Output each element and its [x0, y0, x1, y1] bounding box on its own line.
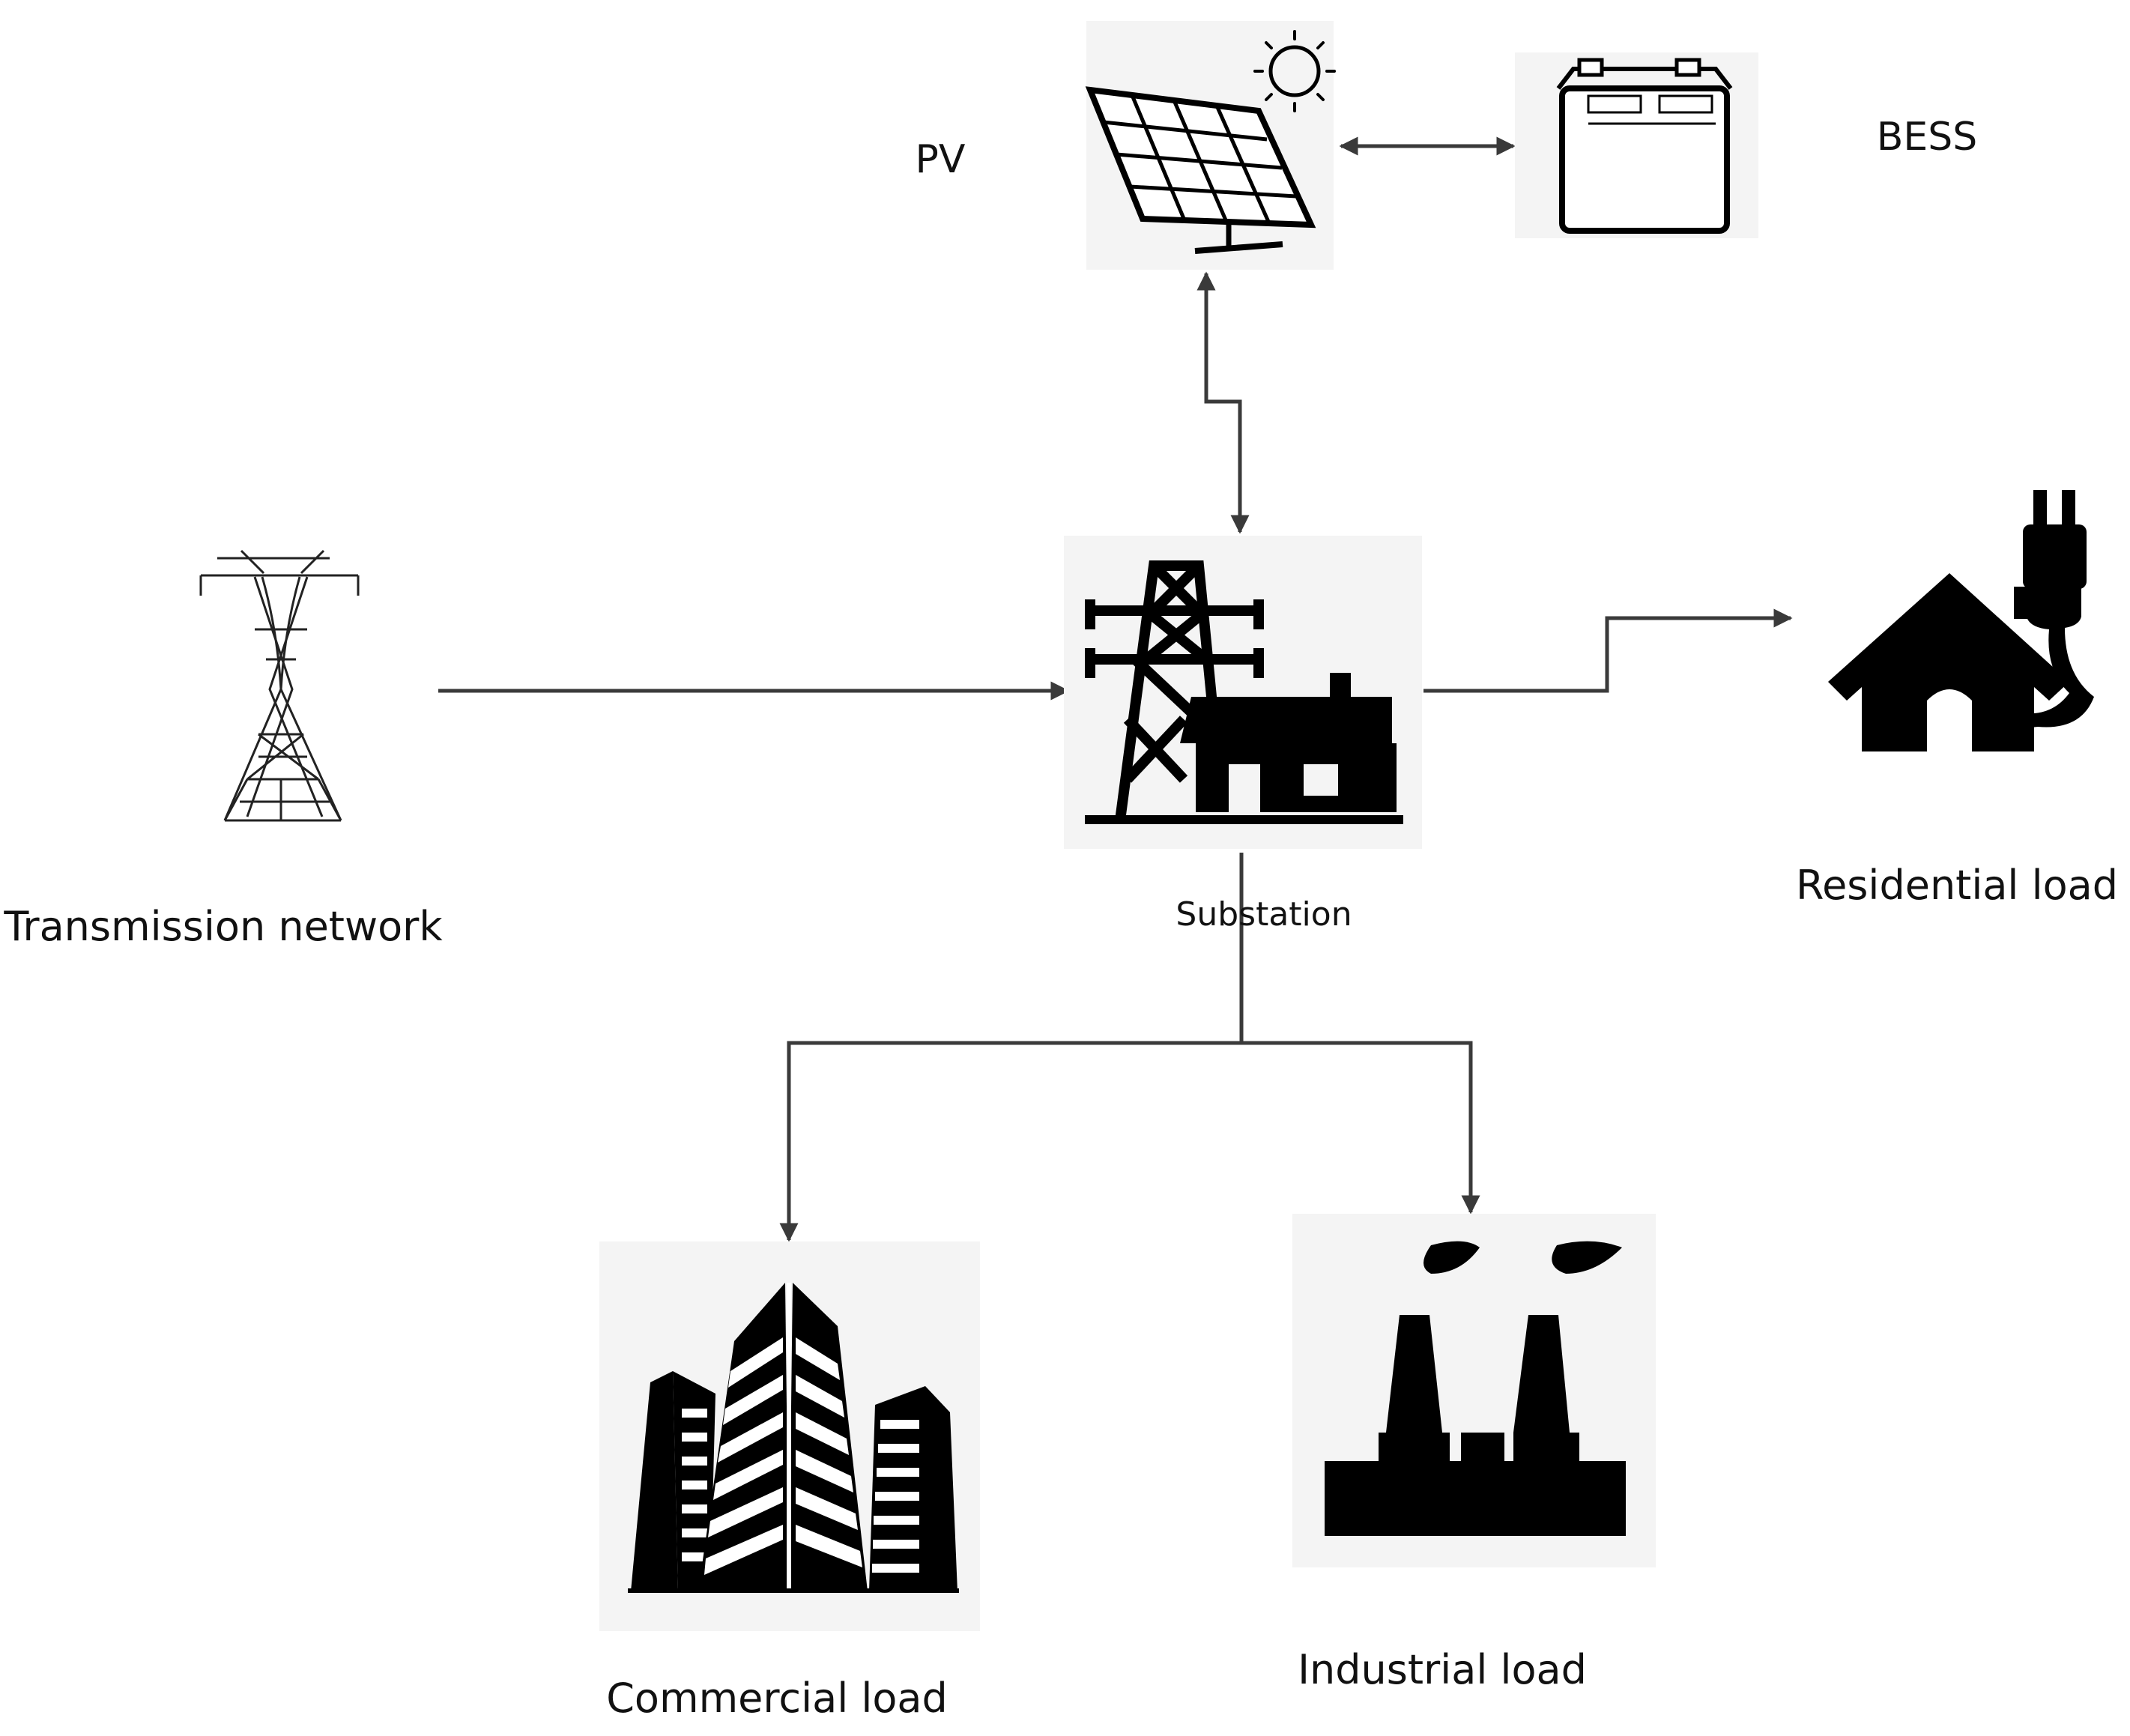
commercial-label: Commercial load — [606, 1675, 948, 1722]
transmission-node[interactable] — [199, 549, 360, 822]
factory-icon — [1325, 1241, 1626, 1536]
substation-label: Substation — [1176, 895, 1352, 934]
residential-label: Residential load — [1796, 862, 2118, 909]
commercial-node[interactable] — [599, 1241, 980, 1631]
battery-icon — [1556, 58, 1733, 234]
industrial-node[interactable] — [1292, 1214, 1656, 1567]
pv-substation-connector — [1196, 271, 1250, 534]
industrial-label: Industrial load — [1298, 1646, 1587, 1693]
substation-commercial-connector — [779, 1041, 1241, 1242]
pv-label: PV — [916, 137, 966, 182]
substation-industrial-connector — [1241, 1041, 1480, 1215]
solar-panel-icon — [1085, 30, 1336, 254]
house-plug-icon — [1828, 490, 2094, 751]
substation-icon — [1085, 560, 1403, 824]
office-buildings-icon — [628, 1283, 959, 1593]
transmission-label: Transmission network — [3, 903, 443, 950]
bess-label: BESS — [1877, 115, 1978, 160]
bess-node[interactable] — [1515, 52, 1758, 238]
transmission-tower-icon — [199, 549, 360, 822]
substation-residential-connector — [1423, 608, 1793, 693]
residential-node[interactable] — [1828, 490, 2094, 751]
sun-icon — [1253, 30, 1336, 112]
pv-node[interactable] — [1085, 21, 1336, 270]
substation-node[interactable] — [1064, 536, 1422, 849]
